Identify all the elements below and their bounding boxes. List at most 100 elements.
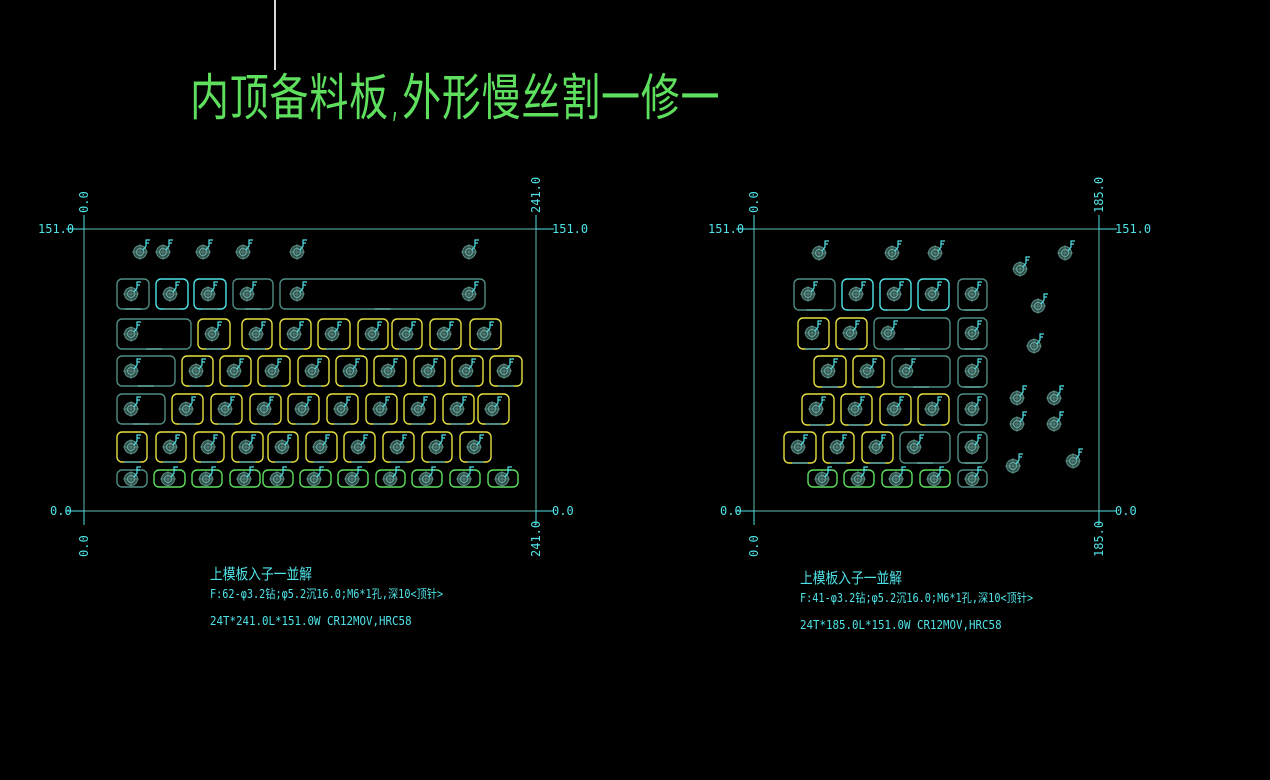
- key-insert-outline: [229, 466, 261, 488]
- pin-hole-icon: [217, 396, 235, 417]
- pin-hole-icon: [304, 358, 322, 379]
- key-insert-outline: [919, 466, 951, 488]
- pin-hole-icon: [964, 281, 982, 302]
- pin-hole-icon: [248, 321, 266, 342]
- key-insert-outline: [873, 317, 951, 350]
- key-insert-outline: [155, 431, 187, 463]
- pin-hole-icon: [906, 434, 924, 455]
- key-insert-outline: [116, 278, 150, 310]
- key-insert-outline: [891, 355, 951, 388]
- pin-hole-icon: [449, 396, 467, 417]
- pin-hole-icon: [820, 358, 838, 379]
- key-insert-outline: [116, 393, 166, 425]
- pin-hole-icon: [342, 358, 360, 379]
- key-insert-outline: [813, 355, 847, 388]
- pin-hole-icon: [204, 321, 222, 342]
- pin-hole-icon: [123, 466, 141, 487]
- pin-hole-icon: [458, 358, 476, 379]
- pin-hole-icon: [811, 240, 829, 261]
- pin-hole-icon: [476, 321, 494, 342]
- key-insert-outline: [153, 466, 186, 488]
- key-insert-outline: [249, 393, 282, 425]
- pin-hole-icon: [1046, 385, 1064, 406]
- pin-hole-icon: [964, 396, 982, 417]
- dim-right-bottom-y: 0.0: [1115, 504, 1137, 518]
- key-insert-outline: [305, 431, 338, 463]
- pin-hole-icon: [436, 321, 454, 342]
- pin-hole-icon: [200, 434, 218, 455]
- pin-hole-icon: [484, 396, 502, 417]
- key-insert-outline: [807, 466, 838, 488]
- plate-outline: [83, 228, 537, 512]
- left-plate-note: 上模板入子一並解 F:62-φ3.2钻;φ5.2沉16.0;M6*1孔,深10<…: [210, 563, 484, 628]
- dim-top-right-x: 185.0: [1092, 177, 1106, 213]
- key-insert-outline: [373, 355, 407, 387]
- pin-hole-icon: [842, 320, 860, 341]
- dim-bottom-left-x: 0.0: [77, 535, 91, 557]
- dim-top-left-x: 0.0: [77, 191, 91, 213]
- key-insert-outline: [116, 431, 148, 463]
- key-insert-outline: [442, 393, 475, 425]
- pin-hole-icon: [859, 358, 877, 379]
- key-insert-outline: [835, 317, 868, 350]
- pin-hole-icon: [804, 320, 822, 341]
- key-insert-outline: [487, 466, 519, 488]
- key-insert-outline: [429, 318, 462, 350]
- key-insert-outline: [469, 318, 502, 350]
- key-insert-outline: [257, 355, 291, 387]
- pin-hole-icon: [461, 239, 479, 260]
- left-note-spec: F:62-φ3.2钻;φ5.2沉16.0;M6*1孔,深10<顶针>: [210, 587, 444, 601]
- pin-hole-icon: [294, 396, 312, 417]
- key-insert-outline: [801, 393, 835, 426]
- pin-hole-icon: [188, 358, 206, 379]
- key-insert-outline: [210, 393, 243, 425]
- key-insert-outline: [793, 278, 836, 311]
- pin-hole-icon: [964, 320, 982, 341]
- pin-hole-icon: [236, 466, 254, 487]
- pin-hole-icon: [162, 281, 180, 302]
- pin-hole-icon: [364, 321, 382, 342]
- pin-hole-icon: [466, 434, 484, 455]
- cad-cursor-crosshair: [274, 0, 276, 70]
- pin-hole-icon: [884, 240, 902, 261]
- key-insert-outline: [197, 318, 231, 350]
- pin-hole-icon: [269, 466, 287, 487]
- dim-left-top-y: 151.0: [38, 222, 74, 236]
- pin-hole-icon: [964, 358, 982, 379]
- left-note-material: 24T*241.0L*151.0W CR12MOV,HRC58: [210, 614, 412, 628]
- pin-hole-icon: [123, 434, 141, 455]
- pin-hole-icon: [306, 466, 324, 487]
- key-insert-outline: [155, 278, 189, 310]
- pin-hole-icon: [790, 434, 808, 455]
- key-insert-outline: [451, 355, 484, 387]
- key-insert-outline: [411, 466, 443, 488]
- key-insert-outline: [957, 317, 988, 350]
- pin-hole-icon: [808, 396, 826, 417]
- pin-hole-icon: [496, 358, 514, 379]
- key-insert-outline: [357, 318, 389, 350]
- key-insert-outline: [413, 355, 446, 387]
- key-insert-outline: [375, 466, 406, 488]
- pin-hole-icon: [829, 434, 847, 455]
- pin-hole-icon: [226, 358, 244, 379]
- key-insert-outline: [957, 431, 988, 464]
- key-insert-outline: [459, 431, 492, 463]
- dim-left-top-y: 151.0: [708, 222, 744, 236]
- pin-hole-icon: [398, 321, 416, 342]
- dim-left-bottom-y: 0.0: [50, 504, 72, 518]
- pin-hole-icon: [264, 358, 282, 379]
- right-plate-note: 上模板入子一並解 F:41-φ3.2钻;φ5.2沉16.0;M6*1孔,深10<…: [800, 567, 1074, 632]
- pin-hole-icon: [880, 320, 898, 341]
- key-insert-outline: [241, 318, 273, 350]
- pin-hole-icon: [1009, 385, 1027, 406]
- pin-hole-icon: [235, 239, 253, 260]
- key-insert-outline: [337, 466, 369, 488]
- dim-top-left-x: 0.0: [747, 191, 761, 213]
- pin-hole-icon: [123, 281, 141, 302]
- key-insert-outline: [335, 355, 368, 387]
- pin-hole-icon: [350, 434, 368, 455]
- left-note-title: 上模板入子一並解: [210, 565, 313, 583]
- key-insert-outline: [382, 431, 415, 463]
